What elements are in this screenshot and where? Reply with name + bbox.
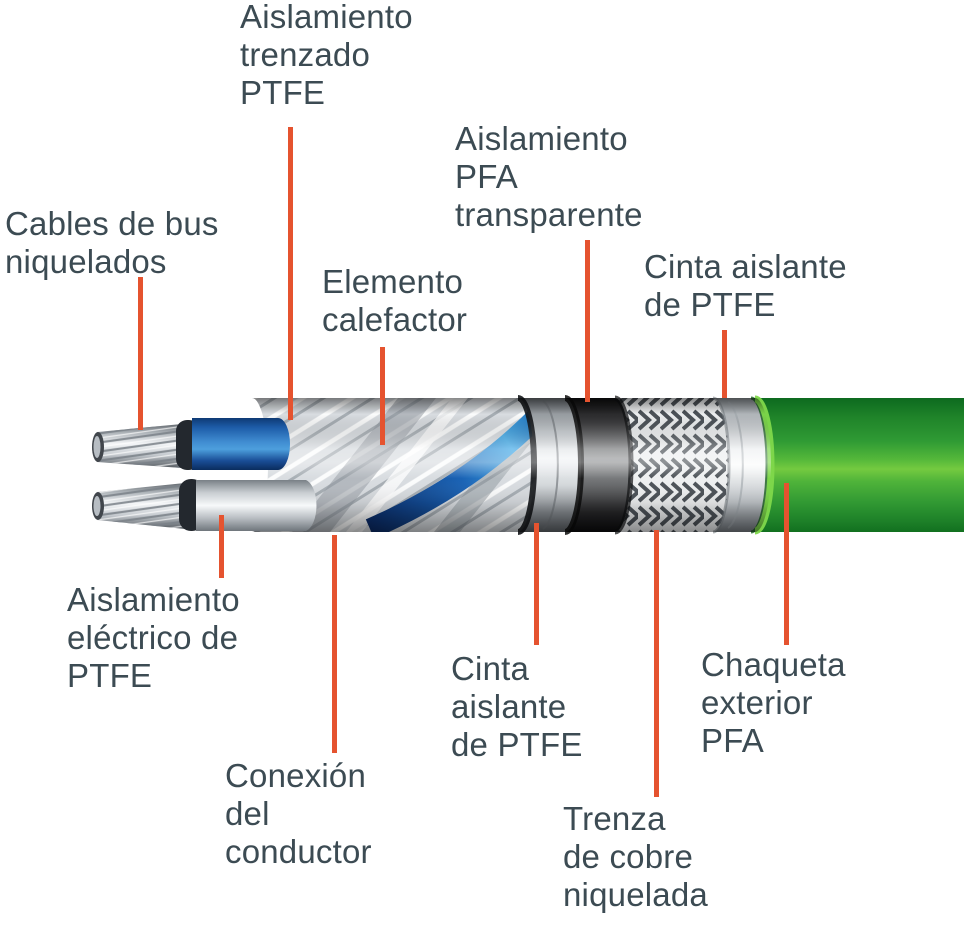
leader-ptfe-tape-bottom xyxy=(534,523,539,645)
green-jacket xyxy=(752,398,964,532)
label-conductor-connection: Conexión del conductor xyxy=(225,757,372,870)
leader-braided-insulation xyxy=(288,127,293,420)
leader-ptfe-tape-top xyxy=(722,330,727,398)
leader-heating-element xyxy=(380,347,385,445)
leader-nickel-copper-braid xyxy=(654,530,659,797)
label-ptfe-tape-top: Cinta aislante de PTFE xyxy=(644,248,847,323)
label-nickel-copper-braid: Trenza de cobre niquelada xyxy=(563,800,708,913)
label-nickel-bus-wires: Cables de bus niquelados xyxy=(5,205,219,280)
label-heating-element: Elemento calefactor xyxy=(322,263,468,338)
blue-insulation-sleeve xyxy=(192,418,290,470)
label-pfa-transparent: Aislamiento PFA transparente xyxy=(455,120,643,233)
label-outer-jacket-pfa: Chaqueta exterior PFA xyxy=(701,646,846,759)
label-ptfe-tape-bottom: Cinta aislante de PTFE xyxy=(451,650,583,763)
leader-outer-jacket xyxy=(784,483,789,645)
leader-pfa-transparent xyxy=(585,240,590,402)
leader-conductor-connection xyxy=(332,535,337,753)
label-braided-ptfe-insulation: Aislamiento trenzado PTFE xyxy=(240,0,413,111)
bus-wire-top xyxy=(92,424,182,468)
silver-insulation-sleeve xyxy=(196,480,317,531)
bus-wire-bottom xyxy=(92,483,185,529)
leader-nickel-bus-wires xyxy=(138,277,143,430)
leader-ptfe-electrical xyxy=(219,515,224,578)
label-ptfe-electrical-insulation: Aislamiento eléctrico de PTFE xyxy=(67,581,240,694)
